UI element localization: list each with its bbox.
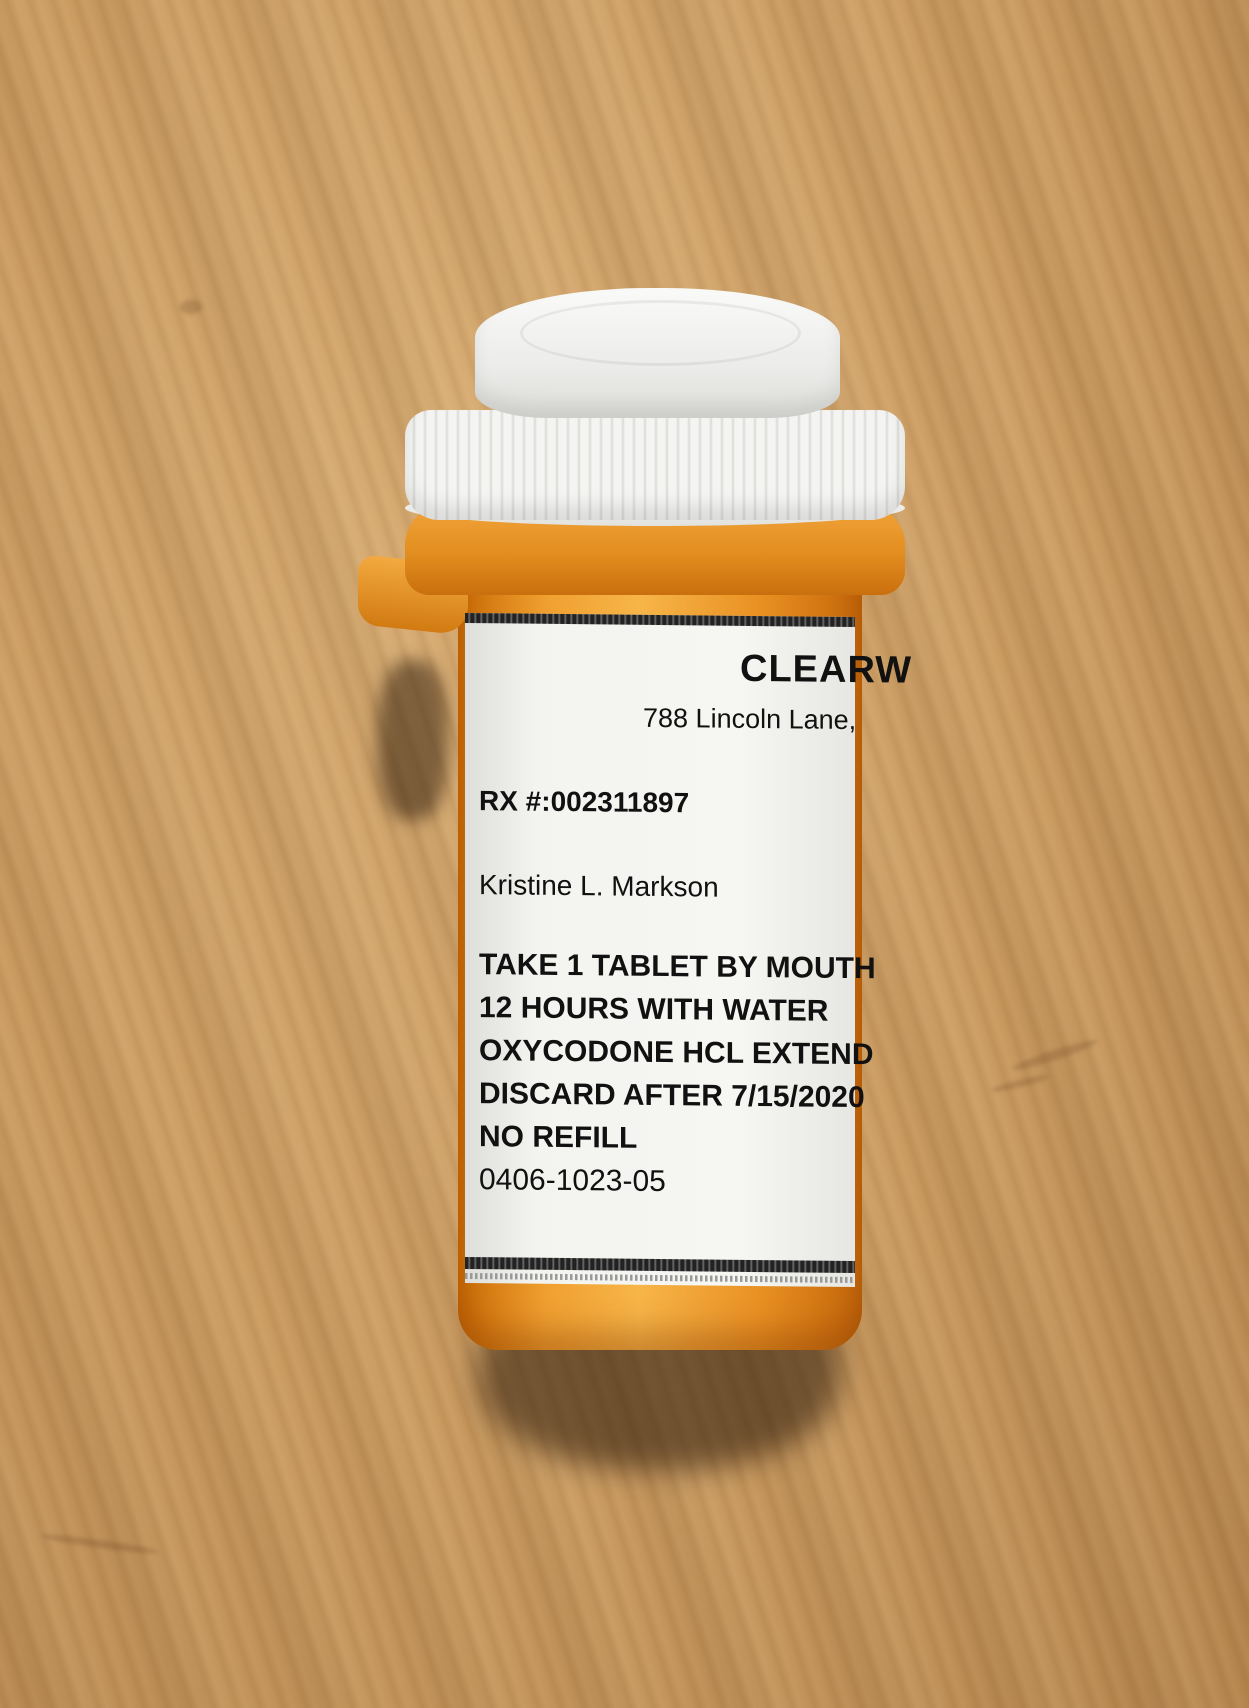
patient-name: Kristine L. Markson — [479, 869, 719, 903]
prescription-label: CLEARW 788 Lincoln Lane, RX #:002311897 … — [465, 612, 912, 1288]
wood-grain-mark — [180, 300, 202, 314]
discard-date: DISCARD AFTER 7/15/2020 — [479, 1077, 865, 1115]
tab-shadow — [378, 660, 448, 820]
cap-ridged-ring — [405, 410, 905, 520]
instruction-line: TAKE 1 TABLET BY MOUTH — [479, 948, 876, 986]
cap-top-ring — [520, 300, 801, 366]
rx-number: RX #:002311897 — [479, 785, 690, 819]
ndc-number: 0406-1023-05 — [479, 1163, 666, 1199]
label-fine-print — [465, 1272, 855, 1284]
refill-status: NO REFILL — [479, 1120, 638, 1155]
pharmacy-name: CLEARW — [740, 647, 913, 692]
medication-name: OXYCODONE HCL EXTEND — [479, 1034, 874, 1072]
instruction-line: 12 HOURS WITH WATER — [479, 991, 829, 1028]
pharmacy-address: 788 Lincoln Lane, — [643, 702, 857, 736]
label-bottom-band — [465, 1256, 855, 1274]
